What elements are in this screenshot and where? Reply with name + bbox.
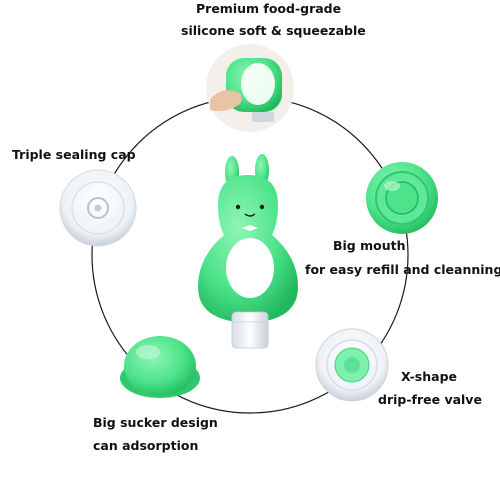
big-mouth-lid-icon (366, 162, 438, 234)
label-squeezable: silicone soft & squeezable (181, 23, 366, 38)
label-big-mouth: Big mouth (333, 238, 406, 253)
label-big-sucker: Big sucker design (93, 415, 218, 430)
sucker-cup-icon (120, 336, 200, 398)
label-food-grade: Premium food-grade (196, 1, 342, 16)
label-adsorption: can adsorption (93, 438, 199, 453)
sealing-cap-icon (59, 169, 137, 247)
squeeze-hand-icon (206, 44, 294, 132)
label-easy-refill: for easy refill and cleanning (305, 262, 500, 277)
label-sealing-cap: Triple sealing cap (12, 147, 136, 162)
x-valve-icon (315, 328, 389, 402)
label-x-shape: X-shape (401, 369, 458, 384)
label-drip-free: drip-free valve (378, 392, 482, 407)
bunny-bottle-icon (198, 154, 298, 349)
